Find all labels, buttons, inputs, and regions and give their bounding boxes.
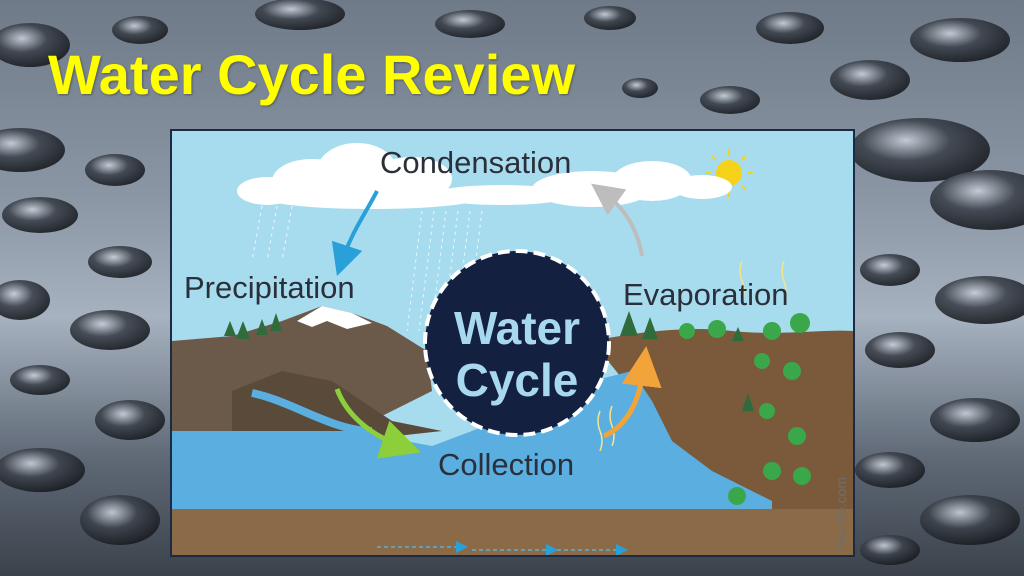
slide-title: Water Cycle Review	[48, 43, 576, 106]
arrow-collection-to-evaporation	[602, 346, 662, 439]
label-condensation: Condensation	[380, 145, 572, 180]
label-precipitation: Precipitation	[184, 270, 355, 305]
groundwater-arrows	[377, 541, 628, 555]
trees	[224, 311, 811, 505]
center-title-water: Water	[453, 302, 581, 354]
water-cycle-illustration	[172, 131, 853, 555]
arrow-condensation-to-precipitation	[331, 190, 379, 277]
label-collection: Collection	[438, 447, 575, 482]
water-cycle-diagram: Condensation Precipitation Evaporation C…	[170, 129, 855, 557]
center-circle	[423, 249, 611, 437]
center-title-cycle: Cycle	[455, 354, 579, 406]
watermark: Buzzle.com	[833, 476, 849, 549]
arrow-precipitation-to-collection	[334, 388, 421, 459]
ground	[172, 509, 853, 555]
cloud	[237, 143, 732, 209]
arrow-evaporation-to-condensation	[591, 183, 644, 257]
river	[251, 389, 373, 435]
label-evaporation: Evaporation	[623, 277, 789, 312]
mountain-snowcap	[297, 306, 372, 329]
evaporation-wisps	[597, 260, 787, 452]
water-body	[172, 371, 772, 509]
